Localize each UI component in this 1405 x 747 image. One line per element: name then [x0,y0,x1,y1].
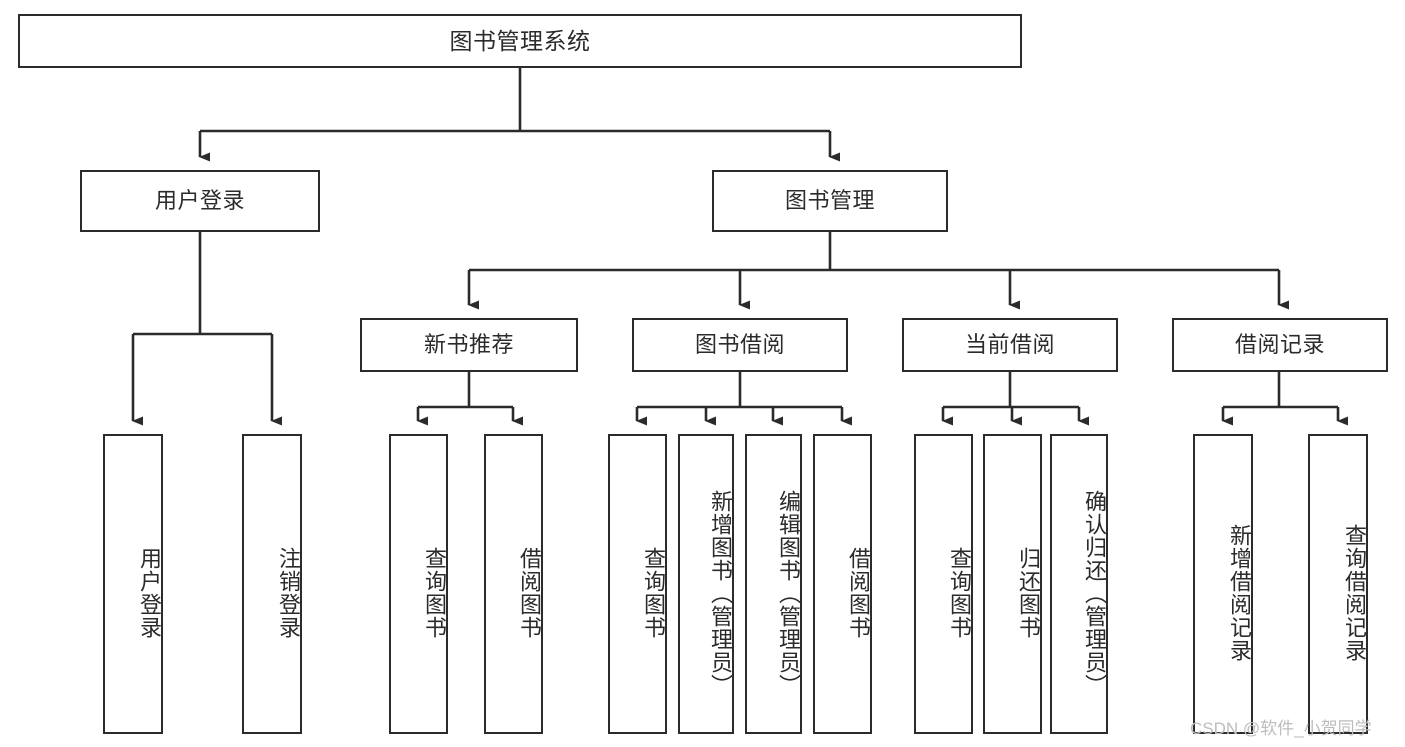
leaf-query-borrow-record[interactable]: 查询借阅记录 [1308,434,1368,734]
node-label: 借阅图书 [846,547,871,639]
node-root[interactable]: 图书管理系统 [18,14,1022,68]
node-label: 查询图书 [641,547,666,639]
watermark: CSDN @软件_小贺同学 [1190,719,1372,738]
node-label: 借阅记录 [1234,332,1325,358]
node-label: 查询图书 [947,547,972,639]
node-label: 新书推荐 [423,332,514,358]
node-label: 编辑图书（管理员） [776,489,801,697]
node-label: 新增借阅记录 [1227,524,1252,662]
leaf-query-books-recommend[interactable]: 查询图书 [389,434,448,734]
leaf-add-borrow-record[interactable]: 新增借阅记录 [1193,434,1253,734]
node-user-login[interactable]: 用户登录 [80,170,320,232]
node-label: 图书管理 [784,188,875,214]
node-label: 用户登录 [154,188,245,214]
leaf-borrow-books-recommend[interactable]: 借阅图书 [484,434,543,734]
node-label: 新增图书（管理员） [708,489,733,697]
node-label: 查询借阅记录 [1342,524,1367,662]
leaf-edit-book-admin[interactable]: 编辑图书（管理员） [745,434,802,734]
node-label: 注销登录 [276,547,301,639]
leaf-logout[interactable]: 注销登录 [242,434,302,734]
node-label: 确认归还（管理员） [1082,489,1107,697]
leaf-borrow-books[interactable]: 借阅图书 [813,434,872,734]
leaf-add-book-admin[interactable]: 新增图书（管理员） [678,434,734,734]
node-current-borrowing[interactable]: 当前借阅 [902,318,1118,372]
node-label: 查询图书 [422,547,447,639]
node-new-book-recommendation[interactable]: 新书推荐 [360,318,578,372]
node-book-borrowing[interactable]: 图书借阅 [632,318,848,372]
node-label: 当前借阅 [964,332,1055,358]
node-label: 归还图书 [1016,547,1041,639]
leaf-query-books-borrow[interactable]: 查询图书 [608,434,667,734]
node-book-management[interactable]: 图书管理 [712,170,948,232]
node-borrow-records[interactable]: 借阅记录 [1172,318,1388,372]
node-label: 图书借阅 [694,332,785,358]
node-label: 图书管理系统 [449,27,591,54]
node-label: 用户登录 [137,547,162,639]
leaf-user-login[interactable]: 用户登录 [103,434,163,734]
leaf-return-books[interactable]: 归还图书 [983,434,1042,734]
leaf-confirm-return-admin[interactable]: 确认归还（管理员） [1050,434,1108,734]
node-label: 借阅图书 [517,547,542,639]
leaf-query-books-current[interactable]: 查询图书 [914,434,973,734]
